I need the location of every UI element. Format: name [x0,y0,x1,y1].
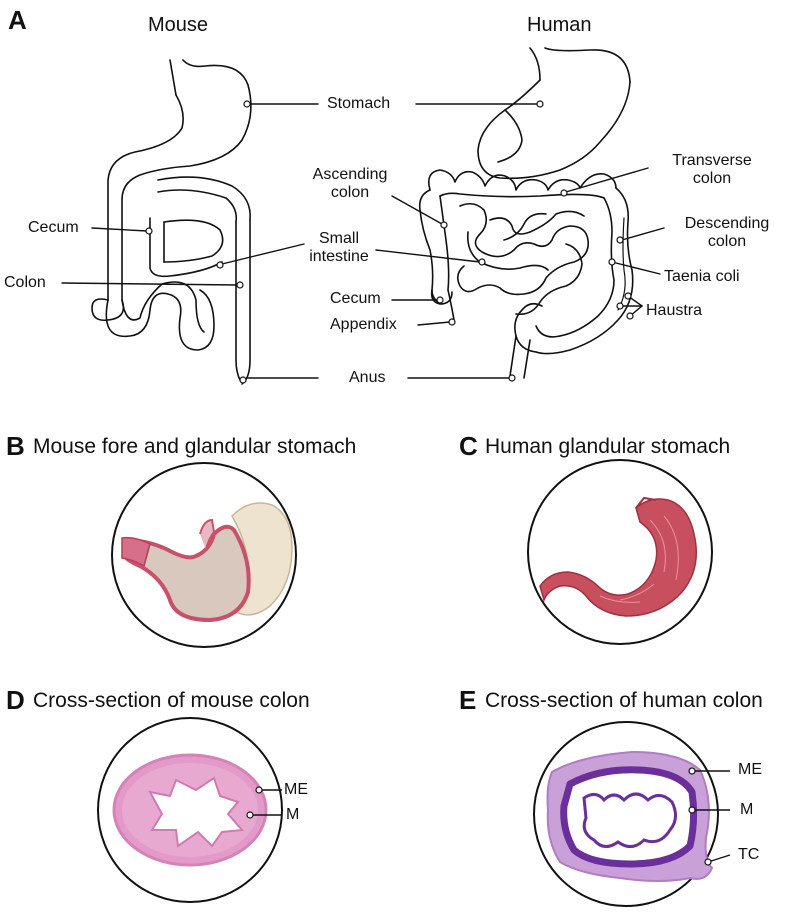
human-colon-label-me: ME [738,761,762,778]
mouse-title: Mouse [148,14,209,36]
mouse-colon-label-me: ME [284,781,308,798]
label-anus: Anus [349,369,386,386]
human-gi-tract [418,47,634,379]
label-transverse-colon: Transverse colon [666,152,758,188]
label-transverse-line1: Transverse [672,152,752,169]
panel-c-title: Human glandular stomach [485,435,731,458]
label-stomach: Stomach [327,95,391,112]
panel-e-title: Cross-section of human colon [485,689,763,712]
panel-letter-a: A [8,5,27,35]
mouse-gi-tract [91,59,252,385]
label-colon: Colon [4,274,46,291]
leader-dots [145,100,634,384]
panel-b-title: Mouse fore and glandular stomach [33,435,357,458]
label-small-intestine-line1: Small [318,230,359,247]
label-small-intestine: Small intestine [304,230,374,266]
label-ascending-line2: colon [330,184,370,201]
label-descending-line1: Descending [684,215,770,232]
label-mouse-cecum: Cecum [28,219,79,236]
label-descending-colon: Descending colon [674,215,780,251]
label-ascending-line1: Ascending [312,166,388,183]
label-descending-line2: colon [707,233,747,250]
label-haustra: Haustra [646,302,703,319]
label-appendix: Appendix [330,316,397,333]
human-colon-label-tc: TC [738,846,760,863]
panel-letter-b: B [6,431,25,461]
label-transverse-line2: colon [692,170,732,187]
human-colon-label-m: M [740,801,754,818]
panel-letter-c: C [459,431,478,461]
mouse-colon-label-m: M [286,806,300,823]
label-small-intestine-line2: intestine [309,248,369,265]
panel-letter-d: D [6,685,25,715]
label-ascending-colon: Ascending colon [308,166,392,202]
gi-tract-diagram [61,47,665,385]
label-human-cecum: Cecum [330,290,381,307]
panel-d-title: Cross-section of mouse colon [33,689,310,712]
human-title: Human [527,14,592,36]
label-taenia-coli: Taenia coli [664,268,740,285]
panel-letter-e: E [459,685,477,715]
leader-lines [61,103,665,379]
